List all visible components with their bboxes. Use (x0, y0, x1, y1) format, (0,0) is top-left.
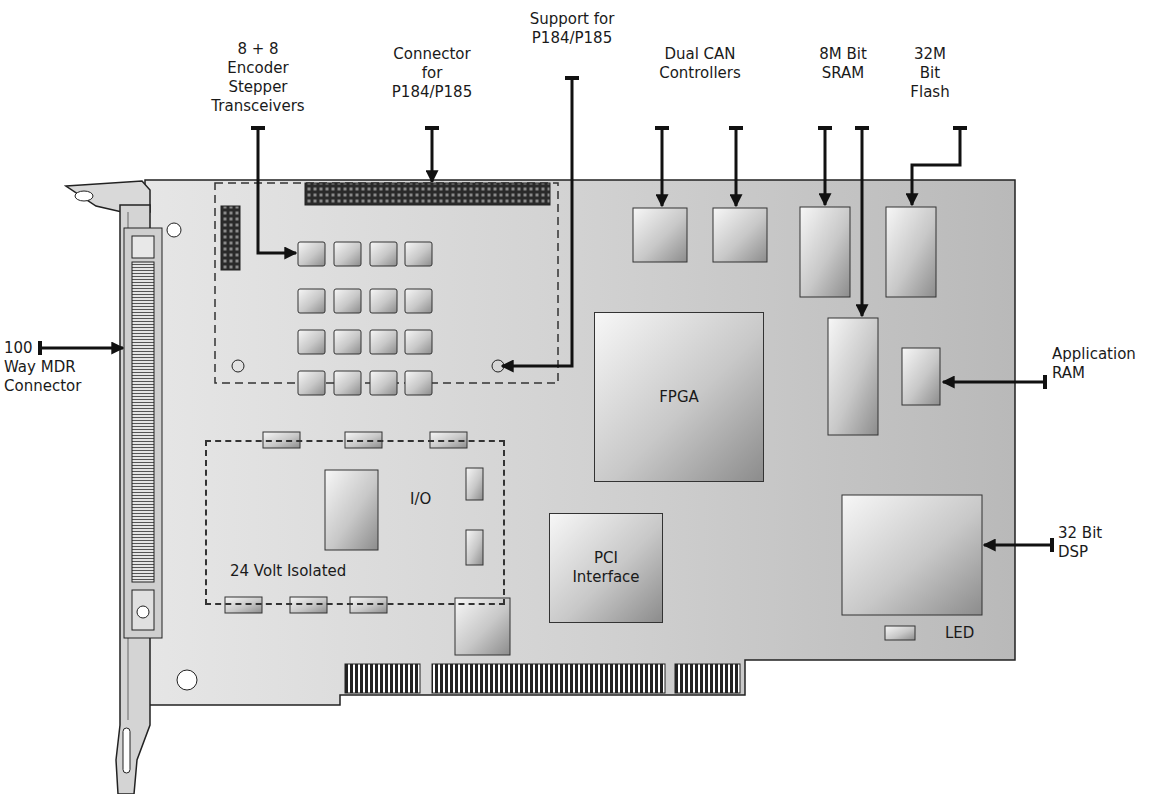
transceiver-chip (370, 242, 397, 266)
region-label: I/O (410, 490, 431, 509)
leader-line (661, 128, 664, 206)
callout-holder: LED (945, 624, 1005, 643)
regulator-chip (455, 598, 510, 655)
header-connector (305, 183, 550, 205)
leader-line (984, 544, 1052, 547)
callout-holder: 32 Bit DSP (1058, 524, 1128, 562)
transceiver-chip (334, 289, 361, 313)
callout-label: Application RAM (1052, 345, 1148, 383)
callout-label: 8M Bit SRAM (808, 45, 878, 83)
transceiver-chip (298, 371, 325, 395)
callout-holder: Application RAM (1052, 345, 1148, 383)
isolator-part (290, 597, 327, 613)
transceiver-chip (405, 371, 432, 395)
transceiver-chip (334, 371, 361, 395)
isolated-io-region: I/O 24 Volt Isolated (205, 440, 505, 605)
flash-chip (886, 207, 936, 297)
callout-holder: 8 + 8 Encoder Stepper Transceivers (208, 40, 308, 116)
text-holder: PCI Interface (564, 549, 648, 587)
sram-chip (828, 318, 878, 435)
pin-header (221, 206, 240, 270)
leader-line (40, 347, 123, 350)
dsp-chip (842, 495, 982, 615)
leader-line (258, 128, 296, 253)
callout-holder: 32M Bit Flash (905, 45, 955, 102)
region-label: 24 Volt Isolated (230, 562, 346, 581)
bracket-hole (75, 191, 93, 201)
circuit-board (145, 180, 1015, 705)
callout-holder: Support for P184/P185 (529, 10, 615, 48)
callout-label: Support for P184/P185 (529, 10, 615, 48)
callout-label: 8 + 8 Encoder Stepper Transceivers (208, 40, 308, 116)
sram-chip (800, 207, 850, 297)
support-hole (232, 360, 244, 372)
led (885, 626, 915, 640)
fpga-chip: FPGA (594, 312, 764, 482)
transceiver-chip (405, 330, 432, 354)
connector-contacts (132, 262, 154, 582)
mounting-hole (177, 670, 197, 690)
transceiver-chip (298, 242, 325, 266)
callout-label: 32 Bit DSP (1058, 524, 1128, 562)
mdr-connector (124, 228, 162, 638)
text-holder: I/O (410, 490, 431, 509)
pci-interface-chip: PCI Interface (549, 513, 663, 623)
bracket-slot (123, 728, 130, 773)
transceiver-chip (334, 242, 361, 266)
leader-line (735, 128, 738, 206)
callout-label: LED (945, 624, 1005, 643)
callout-label: 32M Bit Flash (905, 45, 955, 102)
transceiver-chip (405, 242, 432, 266)
transceiver-chip (298, 289, 325, 313)
can-controller-chip (633, 208, 687, 262)
chip-label: PCI Interface (564, 549, 648, 587)
application-ram-chip (902, 348, 940, 405)
edge-fingers (432, 664, 665, 693)
mounting-hole (167, 223, 181, 237)
callout-label: 100 Way MDR Connector (4, 339, 94, 396)
transceiver-chip (298, 330, 325, 354)
isolator-part (225, 597, 262, 613)
connector-shell (132, 236, 154, 258)
io-part (466, 468, 483, 500)
text-holder: 24 Volt Isolated (230, 562, 346, 581)
transceiver-chip (370, 371, 397, 395)
text-holder: FPGA (659, 388, 699, 407)
leader-line (861, 128, 864, 316)
isolator-part (350, 597, 387, 613)
callout-holder: Dual CAN Controllers (650, 45, 750, 83)
io-chip (325, 470, 378, 550)
callout-holder: 8M Bit SRAM (808, 45, 878, 83)
leader-line (824, 128, 827, 205)
transceiver-chip (370, 289, 397, 313)
leader-line (431, 128, 434, 182)
leader-line (502, 78, 572, 366)
edge-fingers (675, 664, 740, 693)
can-controller-chip (713, 208, 767, 262)
transceiver-chip (370, 330, 397, 354)
chip-label: FPGA (659, 388, 699, 407)
io-part (466, 530, 483, 565)
leader-line (943, 381, 1045, 384)
transceiver-chip (405, 289, 432, 313)
connector-shell (132, 590, 154, 630)
leader-line (912, 128, 960, 205)
callout-holder: Connector for P184/P185 (389, 45, 475, 102)
callout-holder: 100 Way MDR Connector (4, 339, 94, 396)
edge-fingers (345, 664, 420, 693)
callout-label: Connector for P184/P185 (389, 45, 475, 102)
connector-screw (137, 606, 149, 618)
dashed-area (215, 183, 558, 383)
spacer (39, 339, 94, 340)
callout-label: Dual CAN Controllers (650, 45, 750, 83)
transceiver-chip (334, 330, 361, 354)
